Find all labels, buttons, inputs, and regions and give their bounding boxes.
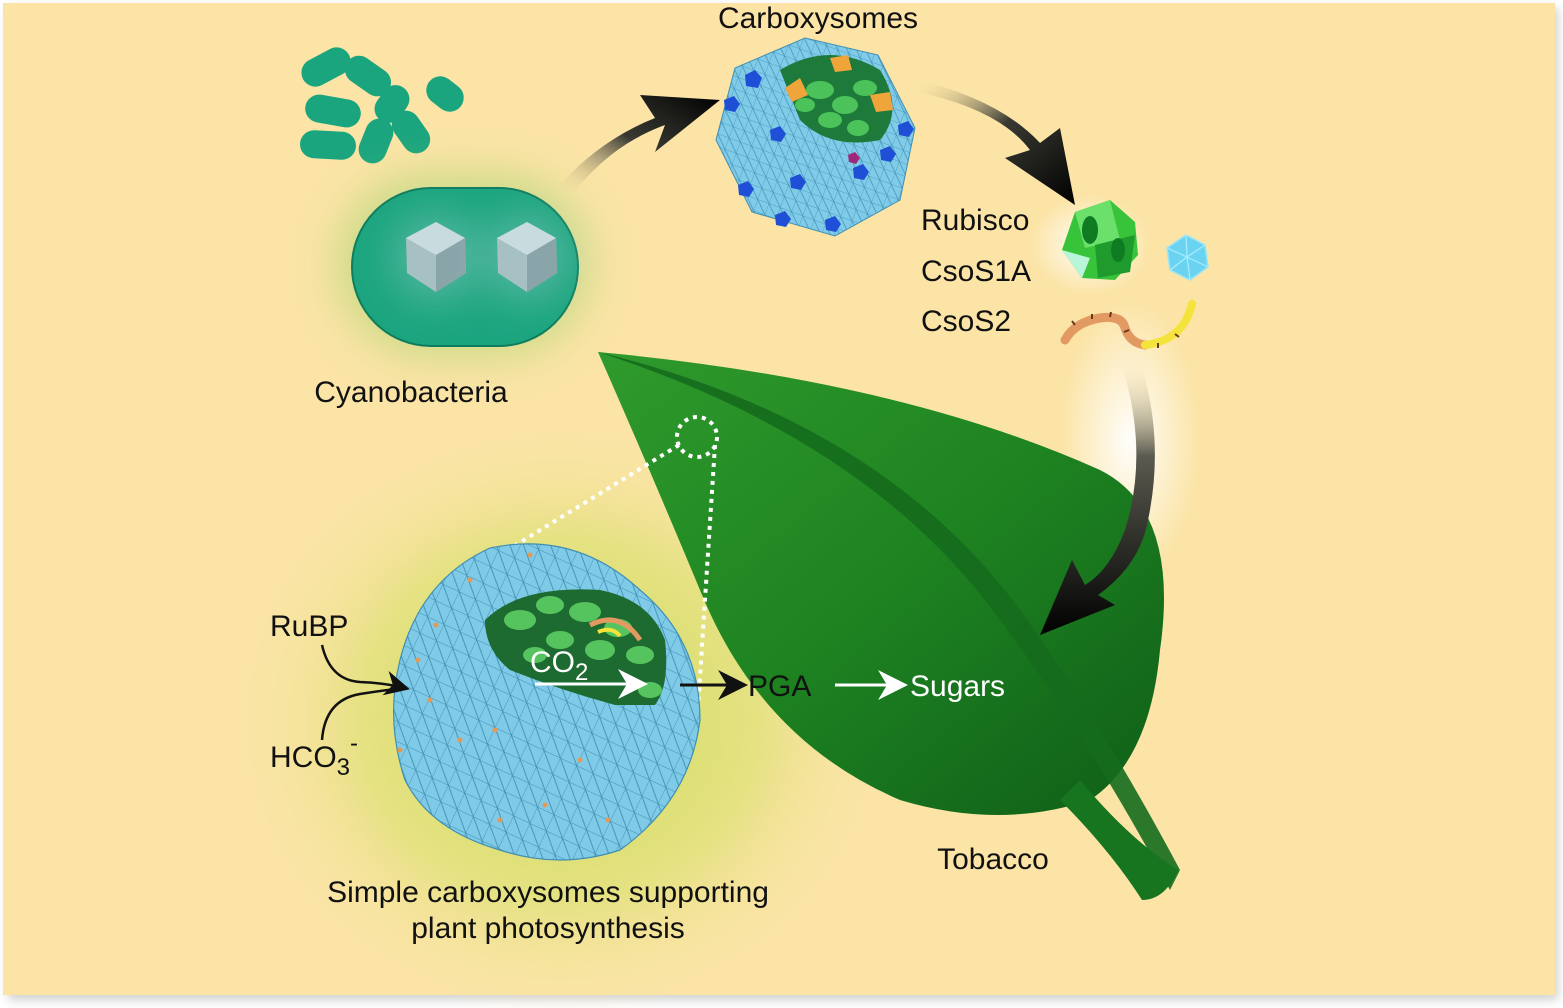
inner-carboxysome-1 [394, 215, 478, 299]
co2-subscript: 2 [575, 659, 588, 686]
label-cyanobacteria: Cyanobacteria [314, 376, 508, 409]
label-co2: CO2 [530, 646, 588, 686]
arrow-carboxysome-to-components [918, 80, 1075, 205]
carboxysome-top [715, 37, 916, 237]
caption-line-1: Simple carboxysomes supporting [327, 876, 769, 909]
tobacco-leaf [598, 352, 1180, 900]
cyanobacteria-cluster [300, 47, 464, 164]
label-hco3: HCO3- [270, 730, 358, 781]
label-sugars: Sugars [910, 670, 1005, 703]
label-rubp: RuBP [270, 610, 348, 643]
cell-7 [358, 118, 394, 164]
zoom-indicator [460, 415, 719, 709]
arrow-components-to-leaf [1040, 360, 1155, 635]
csos2-icon [1060, 300, 1196, 350]
co2-base: CO [530, 646, 575, 679]
label-carboxysomes: Carboxysomes [718, 2, 918, 35]
hco3-superscript: - [350, 730, 358, 757]
label-rubisco: Rubisco [921, 204, 1029, 237]
carboxysome-large [392, 543, 701, 861]
cell-8 [391, 110, 431, 154]
rubisco-icon [1062, 200, 1138, 280]
label-csos1a: CsoS1A [921, 255, 1031, 288]
arrow-cyano-to-carboxysome [560, 95, 720, 195]
caption-line-2: plant photosynthesis [411, 912, 685, 945]
cell-5 [426, 76, 464, 112]
csos1a-icon [1166, 234, 1209, 281]
cell-1 [301, 47, 351, 87]
cyanobacterium-cell [338, 175, 588, 355]
rubp-arrow [320, 644, 410, 696]
cell-2 [344, 55, 392, 97]
cell-6 [300, 130, 356, 160]
cell-3 [305, 94, 361, 128]
label-csos2: CsoS2 [921, 305, 1011, 338]
reaction-arrows [320, 644, 908, 741]
label-pga: PGA [748, 670, 811, 703]
hco3-arrow [320, 686, 406, 741]
label-tobacco: Tobacco [937, 843, 1049, 876]
hco3-base: HCO [270, 741, 337, 774]
hco3-subscript: 3 [337, 754, 350, 781]
inner-carboxysome-2 [485, 215, 569, 299]
